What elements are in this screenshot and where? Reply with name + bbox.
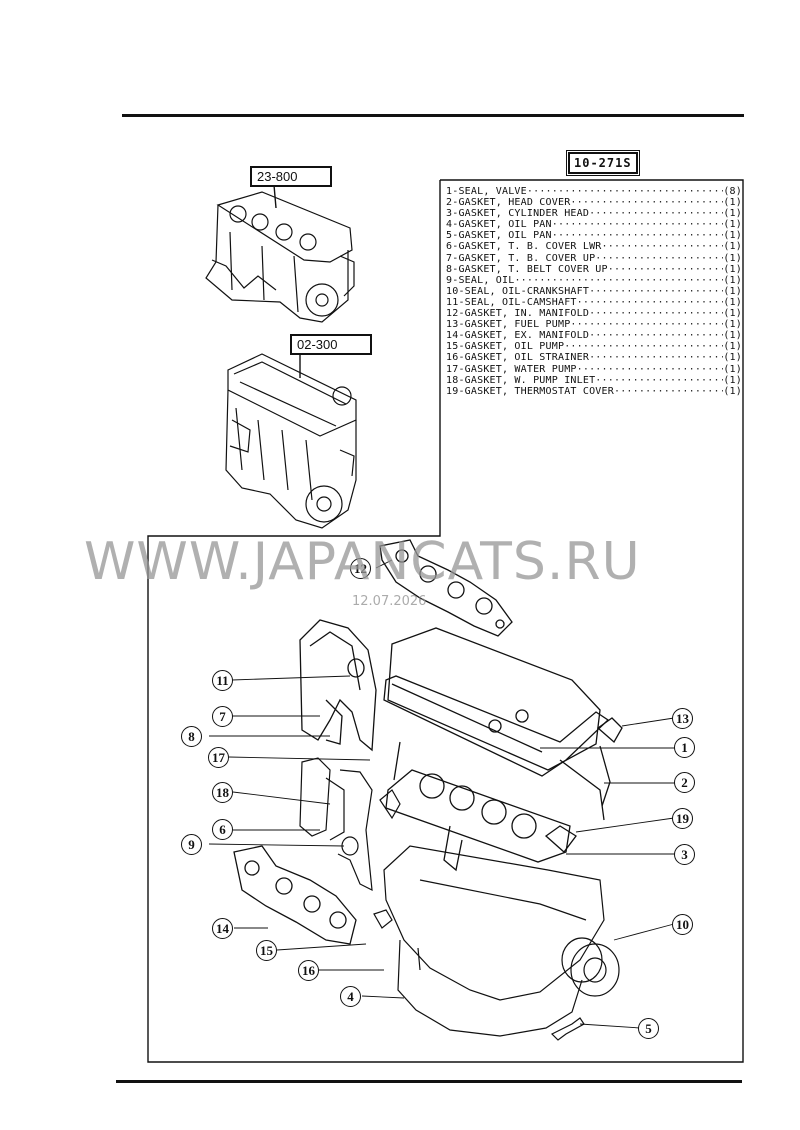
list-item: 11-SEAL, OIL-CAMSHAFT···················… (446, 296, 742, 308)
callout-2: 2 (674, 772, 695, 793)
callout-15: 15 (256, 940, 277, 961)
short-block-ref: 23-800 (250, 166, 332, 187)
cylinder-head-gasket (385, 741, 605, 872)
list-item: 13-GASKET, FUEL PUMP····················… (446, 319, 742, 331)
timing-belt-cover (299, 619, 377, 752)
list-item: 16-GASKET, OIL STRAINER·················… (446, 352, 742, 364)
cylinder-head-engine-drawing (225, 353, 357, 529)
callout-12: 12 (350, 558, 371, 579)
callout-4: 4 (340, 986, 361, 1007)
callout-13: 13 (672, 708, 693, 729)
callout-3: 3 (674, 844, 695, 865)
callout-8: 8 (181, 726, 202, 747)
list-item: 15-GASKET, OIL PUMP·····················… (446, 341, 742, 353)
list-item: 19-GASKET, THERMOSTAT COVER·············… (446, 385, 742, 397)
callout-18: 18 (212, 782, 233, 803)
engine-block-lower (383, 845, 620, 1041)
list-item: 3-GASKET, CYLINDER HEAD·················… (446, 208, 742, 220)
list-item: 17-GASKET, WATER PUMP···················… (446, 363, 742, 375)
callout-9: 9 (181, 834, 202, 855)
callout-5: 5 (638, 1018, 659, 1039)
callout-6: 6 (212, 819, 233, 840)
list-item: 12-GASKET, IN. MANIFOLD·················… (446, 308, 742, 320)
watermark-date: 12.07.2026 (352, 594, 427, 609)
cylinder-head-ref: 02-300 (290, 334, 372, 355)
block-leader (273, 184, 277, 209)
leader-lines (208, 559, 676, 1029)
parts-list: 1-SEAL, VALVE···························… (446, 186, 742, 397)
list-item: 18-GASKET, W. PUMP INLET················… (446, 374, 742, 386)
bottom-rule (116, 1080, 742, 1083)
kit-code-box: 10-271S (566, 150, 640, 176)
list-item: 14-GASKET, EX. MANIFOLD·················… (446, 330, 742, 342)
callout-19: 19 (672, 808, 693, 829)
list-item: 4-GASKET, OIL PAN·······················… (446, 219, 742, 231)
list-item: 6-GASKET, T. B. COVER LWR···············… (446, 241, 742, 253)
list-item: 10-SEAL, OIL-CRANKSHAFT·················… (446, 285, 742, 297)
exhaust-manifold-gasket (233, 845, 357, 945)
short-block-engine-drawing (205, 191, 355, 323)
list-item: 5-GASKET, OIL PAN·······················… (446, 230, 742, 242)
watermark-text: WWW.JAPANCATS.RU (84, 532, 641, 592)
callout-7: 7 (212, 706, 233, 727)
head-cover-gasket (383, 627, 623, 807)
callout-1: 1 (674, 737, 695, 758)
list-item: 8-GASKET, T. BELT COVER UP··············… (446, 263, 742, 275)
left-side-gaskets (299, 757, 401, 929)
list-item: 7-GASKET, T. B. COVER UP················… (446, 252, 742, 264)
list-item: 1-SEAL, VALVE···························… (446, 186, 742, 197)
callout-17: 17 (208, 747, 229, 768)
list-item: 2-GASKET, HEAD COVER····················… (446, 197, 742, 209)
callout-16: 16 (298, 960, 319, 981)
callout-14: 14 (212, 918, 233, 939)
intake-manifold-gasket (379, 539, 513, 637)
diagram-frame (147, 179, 744, 1063)
callout-11: 11 (212, 670, 233, 691)
list-item: 9-SEAL, OIL·····························… (446, 274, 742, 286)
top-rule (122, 114, 744, 117)
callout-10: 10 (672, 914, 693, 935)
